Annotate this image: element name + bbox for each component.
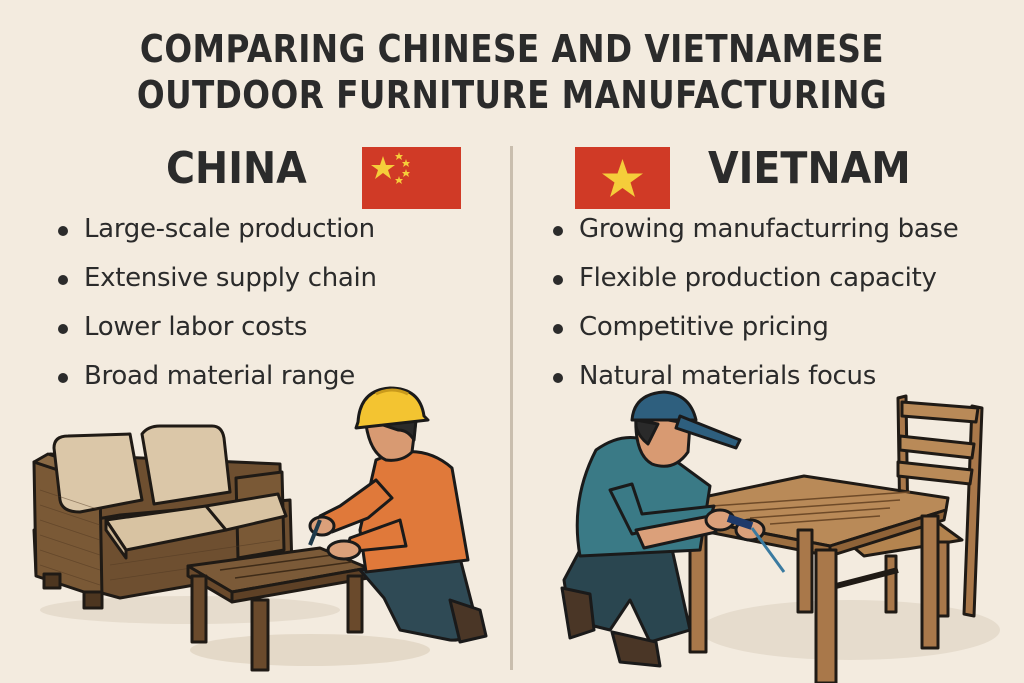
vietnam-worker-illustration <box>560 390 1000 683</box>
vietnam-flag-icon <box>575 147 670 209</box>
vietnam-points-list: Growing manufacturring base Flexible pro… <box>551 205 959 401</box>
column-divider <box>510 146 513 670</box>
vietnam-point: Growing manufacturring base <box>551 205 959 254</box>
vietnam-point: Natural materials focus <box>551 352 958 401</box>
china-point: Broad material range <box>56 352 377 401</box>
china-point: Large-scale production <box>56 205 377 254</box>
china-flag-icon <box>362 147 461 209</box>
vietnam-heading: VIETNAM <box>708 143 911 194</box>
china-point: Lower labor costs <box>56 303 377 352</box>
worker-cap-figure <box>560 390 786 668</box>
vietnam-point: Flexible production capacity <box>551 254 958 303</box>
china-worker-illustration <box>32 386 488 672</box>
title-line-2: OUTDOOR FURNITURE MANUFACTURING <box>136 73 888 117</box>
worker-hard-hat-figure <box>308 386 488 644</box>
vietnam-point: Competitive pricing <box>551 303 958 352</box>
page-title: COMPARING CHINESE AND VIETNAMESE OUTDOOR… <box>72 26 953 118</box>
china-point: Extensive supply chain <box>56 254 377 303</box>
china-heading: CHINA <box>166 143 307 194</box>
title-line-1: COMPARING CHINESE AND VIETNAMESE <box>139 27 885 71</box>
wooden-coffee-table-icon <box>186 546 370 672</box>
china-points-list: Large-scale production Extensive supply … <box>56 205 377 401</box>
